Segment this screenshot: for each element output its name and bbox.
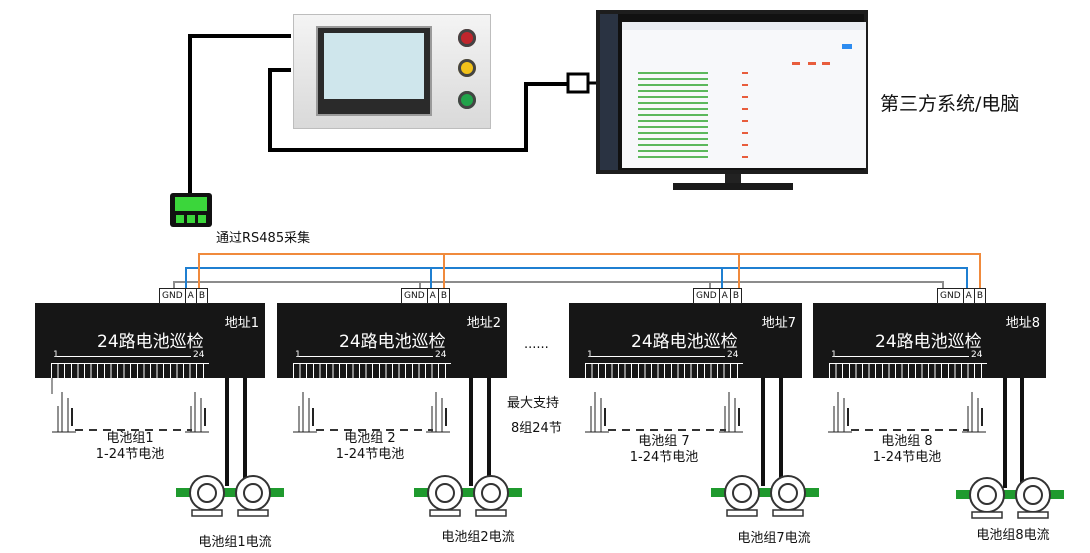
hmi-control-panel xyxy=(293,14,491,129)
module-address: 地址2 xyxy=(466,316,501,331)
monitor-screen xyxy=(622,22,866,168)
group-8-current: 电池组8电流 xyxy=(976,528,1050,543)
rs485-label: 通过RS485采集 xyxy=(216,231,311,246)
rs485-converter xyxy=(170,193,212,227)
pc-monitor xyxy=(596,10,868,174)
yellow-indicator-lamp xyxy=(458,59,476,77)
module-title: 24路电池巡检 xyxy=(631,332,738,352)
module-address: 地址8 xyxy=(1005,316,1040,331)
max-support-line1: 最大支持 xyxy=(507,396,560,411)
module-title: 24路电池巡检 xyxy=(875,332,982,352)
cell-terminals xyxy=(293,363,451,378)
group-7-cells: 1-24节电池 xyxy=(629,450,699,465)
group-1-name: 电池组1 xyxy=(106,431,154,446)
group-8-cells: 1-24节电池 xyxy=(872,450,942,465)
monitor-stand xyxy=(673,174,793,190)
ellipsis: ...... xyxy=(524,337,549,352)
group-2-name: 电池组 2 xyxy=(344,431,396,446)
cell-terminals xyxy=(51,363,209,378)
module-title: 24路电池巡检 xyxy=(97,332,204,352)
group-7-current: 电池组7电流 xyxy=(737,531,811,546)
group-1-current: 电池组1电流 xyxy=(198,535,272,550)
hmi-touchscreen xyxy=(316,26,432,116)
panel-to-pc-line xyxy=(268,68,568,152)
group-2-cells: 1-24节电池 xyxy=(335,447,405,462)
group-7-name: 电池组 7 xyxy=(638,434,690,449)
red-indicator-lamp xyxy=(458,29,476,47)
green-indicator-lamp xyxy=(458,91,476,109)
group-2-current: 电池组2电流 xyxy=(441,530,515,545)
cell-terminals xyxy=(829,363,987,378)
cell-terminals xyxy=(585,363,743,378)
module-title: 24路电池巡检 xyxy=(339,332,446,352)
max-support-line2: 8组24节 xyxy=(511,421,562,436)
panel-to-converter-line xyxy=(188,34,291,195)
group-8-name: 电池组 8 xyxy=(881,434,933,449)
module-address: 地址7 xyxy=(761,316,796,331)
module-address: 地址1 xyxy=(224,316,259,331)
group-1-cells: 1-24节电池 xyxy=(95,447,165,462)
pc-label: 第三方系统/电脑 xyxy=(880,93,1020,115)
